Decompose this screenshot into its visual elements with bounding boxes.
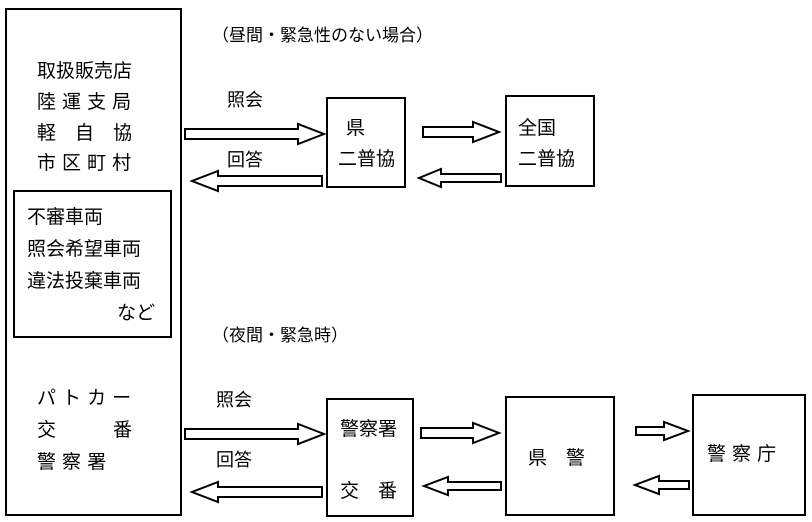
vehicles-box [13, 190, 172, 338]
day-inquiry-label: 照会 [227, 90, 263, 111]
night-reply-arrow [189, 480, 323, 504]
national-association-box [505, 95, 595, 187]
day-inquiry-arrow [184, 122, 327, 146]
national-association-line2: 二普協 [518, 148, 576, 170]
prefectural-police-box [505, 396, 615, 516]
source-patrol-car: パ ト カ ー [37, 387, 132, 409]
day-reply-label: 回答 [227, 150, 263, 171]
night-inquiry-arrow [184, 422, 327, 446]
night-reply-label: 回答 [216, 450, 252, 471]
national-association-line1: 全国 [518, 117, 557, 139]
night-pref-to-npa-arrow [635, 420, 691, 442]
national-police-agency-box [692, 394, 806, 516]
source-transport-bureau: 陸 運 支 局 [37, 91, 132, 113]
vehicle-illegal-dumping: 違法投棄車両 [27, 270, 142, 292]
vehicle-inquiry-request: 照会希望車両 [27, 238, 142, 260]
police-station-box [326, 398, 414, 517]
national-police-agency-label: 警 察 庁 [707, 443, 777, 465]
night-npa-to-pref-arrow [632, 474, 690, 496]
prefectural-association-line2: 二普協 [338, 148, 396, 170]
vehicle-etc: など [117, 302, 156, 324]
police-station-line1: 警察署 [340, 418, 398, 440]
night-pref-to-station-arrow [421, 475, 502, 497]
day-reply-arrow [189, 169, 323, 193]
night-inquiry-label: 照会 [216, 390, 252, 411]
day-caption: （昼間・緊急性のない場合） [212, 26, 433, 46]
source-municipality: 市 区 町 村 [37, 152, 132, 174]
police-station-line2: 交 番 [340, 480, 398, 502]
source-light-vehicle-assoc: 軽 自 協 [37, 122, 133, 144]
source-dealer: 取扱販売店 [37, 60, 133, 82]
night-station-to-pref-arrow [420, 421, 502, 445]
vehicle-suspicious: 不審車両 [27, 206, 104, 228]
night-caption: （夜間・緊急時） [212, 326, 348, 346]
source-police-station: 警 察 署 [37, 451, 107, 473]
day-national-to-pref-arrow [416, 167, 502, 189]
prefectural-police-label: 県 警 [528, 447, 586, 469]
prefectural-association-box [326, 97, 406, 188]
source-police-box: 交 番 [37, 419, 133, 441]
day-pref-to-national-arrow [422, 120, 502, 144]
prefectural-association-line1: 県 [346, 117, 366, 139]
